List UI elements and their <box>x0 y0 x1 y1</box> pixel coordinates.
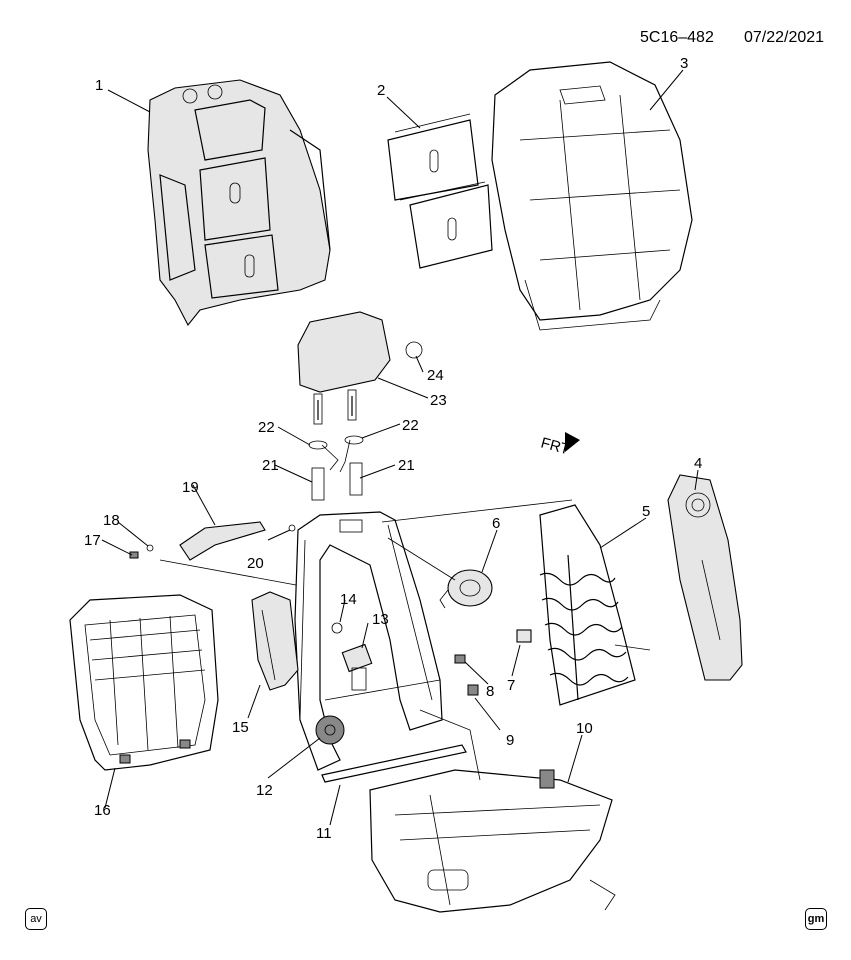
part-7-bracket <box>516 629 532 643</box>
part-21-22-guides <box>308 435 364 501</box>
part-16-back-panel <box>69 594 219 771</box>
part-6-actuator <box>439 569 493 609</box>
part-14-fastener <box>331 622 343 634</box>
callout-11: 11 <box>316 825 332 842</box>
callout-22-right: 22 <box>402 417 419 434</box>
callout-8: 8 <box>486 683 494 700</box>
part-11-trim-strip <box>321 744 467 783</box>
part-3-seatback-cover <box>491 61 693 331</box>
part-8-9-bolts <box>454 654 479 696</box>
callout-7: 7 <box>507 677 515 694</box>
callout-24: 24 <box>427 367 444 384</box>
callout-23: 23 <box>430 392 447 409</box>
callout-13: 13 <box>372 611 389 628</box>
callout-3: 3 <box>680 55 688 72</box>
gm-logo-badge: gm <box>805 908 827 930</box>
callout-17: 17 <box>84 532 101 549</box>
callout-20: 20 <box>247 555 264 572</box>
reference-lines <box>159 499 573 781</box>
callout-22-left: 22 <box>258 419 275 436</box>
part-15-bolster <box>251 591 299 691</box>
av-badge: av <box>25 908 47 930</box>
leader-lines <box>101 69 699 826</box>
diagram-date: 07/22/2021 <box>744 29 824 46</box>
callout-2: 2 <box>377 82 385 99</box>
callout-4: 4 <box>694 455 702 472</box>
callout-9: 9 <box>506 732 514 749</box>
callout-12: 12 <box>256 782 273 799</box>
callout-16: 16 <box>94 802 111 819</box>
callout-19: 19 <box>182 479 199 496</box>
part-2-inserts <box>387 113 493 269</box>
callout-21-right: 21 <box>398 457 415 474</box>
part-23-headrest <box>297 311 423 425</box>
diagram-code: 5C16–482 <box>640 29 714 46</box>
callout-15: 15 <box>232 719 249 736</box>
callout-1: 1 <box>95 77 103 94</box>
callout-5: 5 <box>642 503 650 520</box>
part-4-side-panel <box>667 474 743 681</box>
part-10-seat-cushion <box>369 769 616 913</box>
part-1-seatback-pad <box>147 79 331 327</box>
callout-21-left: 21 <box>262 457 279 474</box>
callout-10: 10 <box>576 720 593 737</box>
callout-14: 14 <box>340 591 357 608</box>
part-5-spring-mat <box>539 504 651 706</box>
part-17-20-hardware <box>129 521 296 561</box>
callout-6: 6 <box>492 515 500 532</box>
front-direction-arrow: FRT <box>539 432 580 458</box>
part-12-seat-frame <box>294 511 443 771</box>
part-13-motor <box>341 643 373 691</box>
frt-label: FRT <box>539 434 571 458</box>
callout-18: 18 <box>103 512 120 529</box>
